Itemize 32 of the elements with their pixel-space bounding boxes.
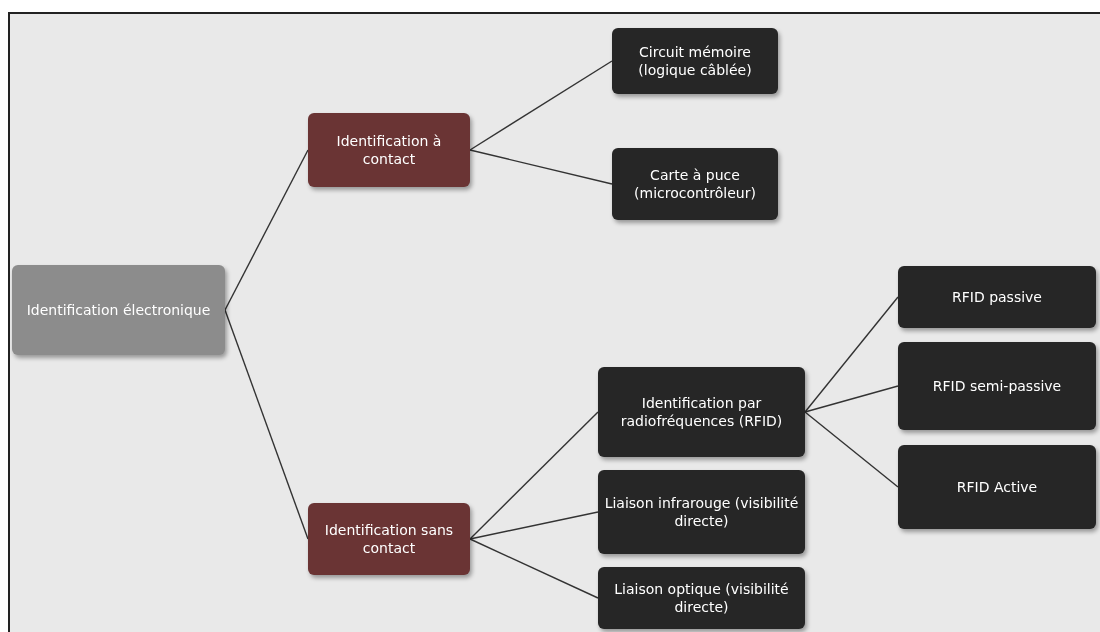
category-box — [308, 503, 470, 575]
category-box — [612, 148, 778, 220]
node-label: Identification sans contact — [323, 520, 455, 558]
connector-line — [469, 511, 599, 540]
category-box — [308, 113, 470, 187]
node-label: RFID Active — [956, 477, 1038, 497]
node-label: Identification à contact — [335, 131, 443, 169]
connector-line — [469, 411, 599, 540]
node-label: Carte à puce (microcontrôleur) — [633, 165, 757, 203]
category-box — [598, 470, 805, 554]
connector-line — [804, 385, 899, 413]
node-label: Liaison optique (visibilité directe) — [613, 579, 790, 617]
node-label: RFID semi-passive — [932, 376, 1062, 396]
connector-line — [804, 296, 899, 413]
connector-line — [469, 538, 599, 599]
category-box — [898, 266, 1096, 328]
node-label: Identification par radiofréquences (RFID) — [619, 393, 784, 431]
category-box — [12, 265, 225, 355]
node-label: RFID passive — [952, 287, 1042, 307]
node-label: Circuit mémoire (logique câblée) — [637, 42, 753, 80]
category-box — [612, 28, 778, 94]
category-box — [898, 445, 1096, 529]
connector-line — [469, 149, 613, 185]
connector-line — [224, 149, 309, 311]
connector-line — [224, 309, 309, 540]
node-label: Identification électronique — [26, 300, 211, 320]
category-box — [598, 367, 805, 457]
connector-line — [469, 60, 613, 151]
connector-line — [804, 411, 899, 488]
category-box — [598, 567, 805, 629]
category-box — [898, 342, 1096, 430]
node-label: Liaison infrarouge (visibilité directe) — [604, 493, 799, 531]
